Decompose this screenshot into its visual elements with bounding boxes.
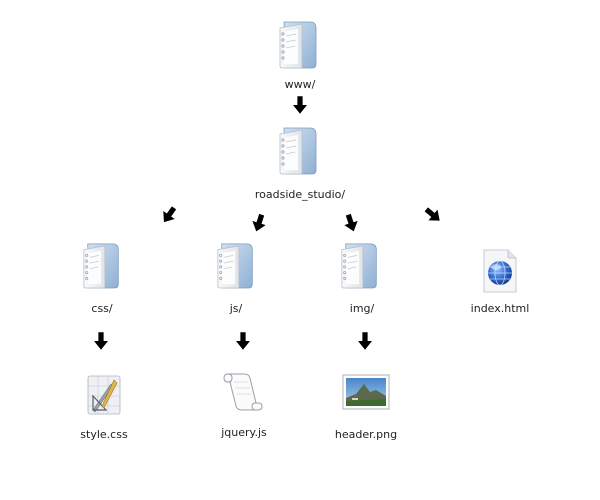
stylesheet-icon	[84, 372, 124, 418]
node-label: www/	[284, 78, 316, 91]
node-label: jquery.js	[221, 426, 267, 439]
arrow-down-left-icon	[158, 203, 180, 227]
folder-icon	[276, 18, 324, 70]
folder-icon	[214, 240, 260, 290]
folder-icon	[80, 240, 126, 290]
arrow-down-left-icon	[249, 212, 269, 234]
folder-icon	[276, 124, 324, 176]
node-label: js/	[229, 302, 243, 315]
node-label: index.html	[470, 302, 530, 315]
arrow-down-icon	[293, 96, 307, 114]
web-document-icon	[480, 248, 520, 294]
arrow-down-icon	[236, 332, 250, 350]
arrow-down-right-icon	[421, 204, 445, 226]
node-label: header.png	[334, 428, 398, 441]
image-file-icon	[342, 374, 390, 410]
script-scroll-icon	[216, 368, 266, 414]
arrow-down-icon	[94, 332, 108, 350]
node-label: style.css	[80, 428, 128, 441]
node-label: css/	[91, 302, 113, 315]
folder-icon	[338, 240, 384, 290]
arrow-down-right-icon	[341, 212, 361, 234]
node-label: img/	[349, 302, 375, 315]
node-label: roadside_studio/	[254, 188, 346, 201]
arrow-down-icon	[358, 332, 372, 350]
